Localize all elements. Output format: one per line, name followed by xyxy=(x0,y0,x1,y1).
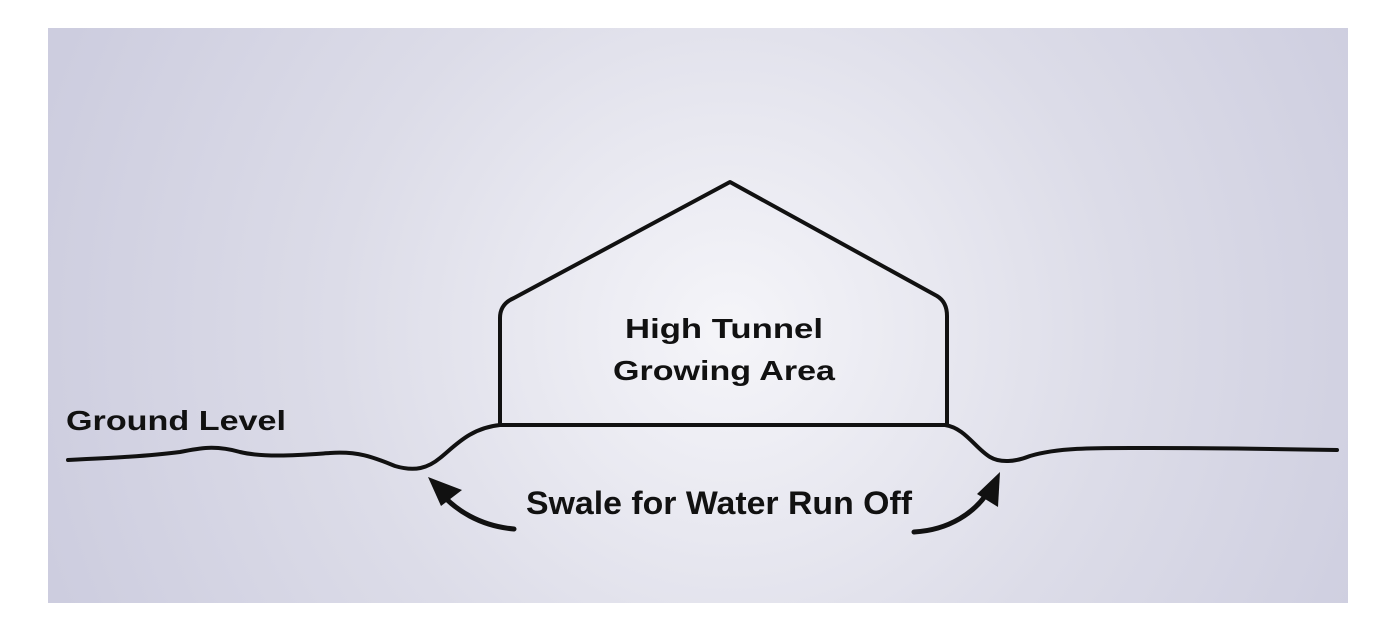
ground-level-label: Ground Level xyxy=(66,405,286,436)
swale-label: Swale for Water Run Off xyxy=(526,485,912,521)
right-arrow-head-icon xyxy=(977,472,1000,507)
high-tunnel-outline xyxy=(498,180,949,425)
structure-label-line2: Growing Area xyxy=(613,355,836,386)
diagram-background xyxy=(48,28,1348,603)
ground-line xyxy=(66,423,1339,471)
structure-label-line1: High Tunnel xyxy=(625,313,823,344)
left-arrow-head-icon xyxy=(428,477,462,506)
